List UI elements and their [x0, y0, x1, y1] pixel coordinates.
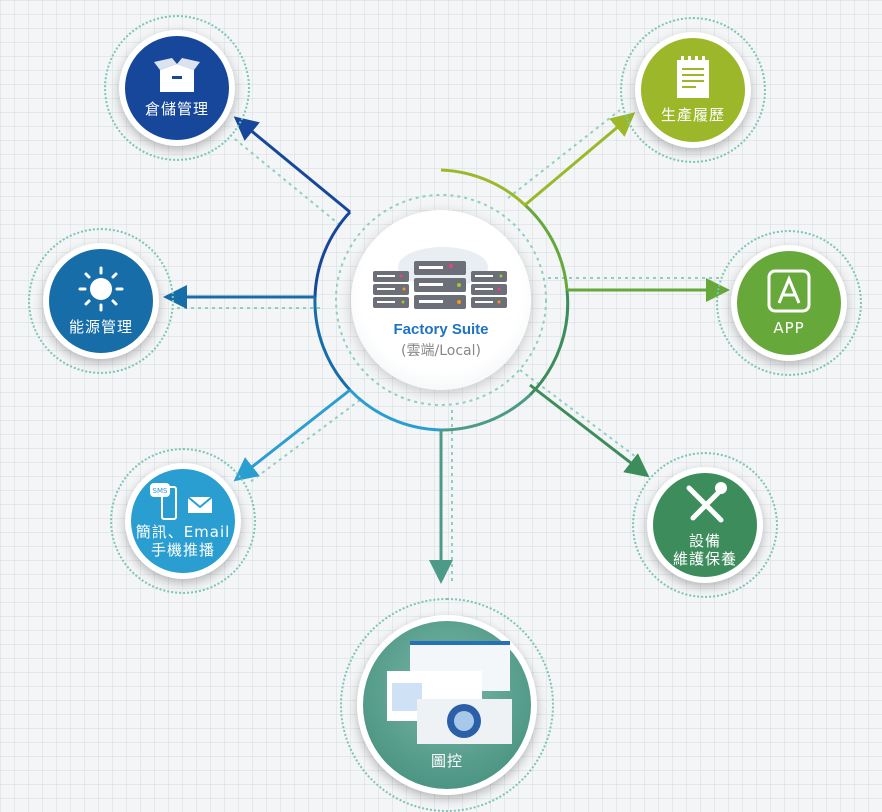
- notepad-icon: [677, 56, 709, 98]
- node-label: 能源管理: [68, 318, 133, 336]
- node-label-line1: 設備: [688, 532, 721, 550]
- halo: [104, 15, 250, 161]
- tools-icon: [686, 482, 727, 523]
- node-label-line2: 維護保養: [672, 550, 737, 568]
- node-label: 倉儲管理: [144, 100, 209, 118]
- halo: [620, 17, 766, 163]
- sun-icon: [78, 266, 124, 312]
- hub-title: Factory Suite: [393, 321, 489, 338]
- server-cloud-icon: [373, 247, 507, 309]
- node-label-line2: 手機推播: [150, 541, 215, 559]
- node-label-line1: 簡訊、Email: [135, 523, 231, 541]
- halo: [716, 230, 862, 376]
- node-app[interactable]: APP: [731, 245, 847, 361]
- dashboard-screenshot-icon: [387, 640, 512, 744]
- sms-phone-mail-icon: SMS: [150, 483, 213, 520]
- box-icon: [154, 58, 200, 92]
- hub-subtitle: (雲端/Local): [401, 343, 481, 359]
- node-label: 圖控: [430, 751, 463, 770]
- halo: [28, 228, 174, 374]
- halo: [110, 448, 256, 594]
- node-production-history[interactable]: 生產履歷: [635, 32, 751, 148]
- node-label: 生產履歷: [660, 106, 725, 124]
- sms-text: SMS: [153, 487, 168, 495]
- app-store-icon: [767, 269, 811, 313]
- node-notification[interactable]: SMS 簡訊、Email 手機推播: [125, 463, 241, 579]
- factory-suite-hub[interactable]: Factory Suite (雲端/Local): [351, 210, 531, 390]
- node-warehouse[interactable]: 倉儲管理: [119, 30, 235, 146]
- node-maintenance[interactable]: 設備 維護保養: [647, 467, 763, 583]
- node-energy[interactable]: 能源管理: [43, 243, 159, 359]
- halo: [632, 452, 778, 598]
- node-label: APP: [773, 319, 805, 337]
- node-scada[interactable]: 圖控: [357, 615, 537, 795]
